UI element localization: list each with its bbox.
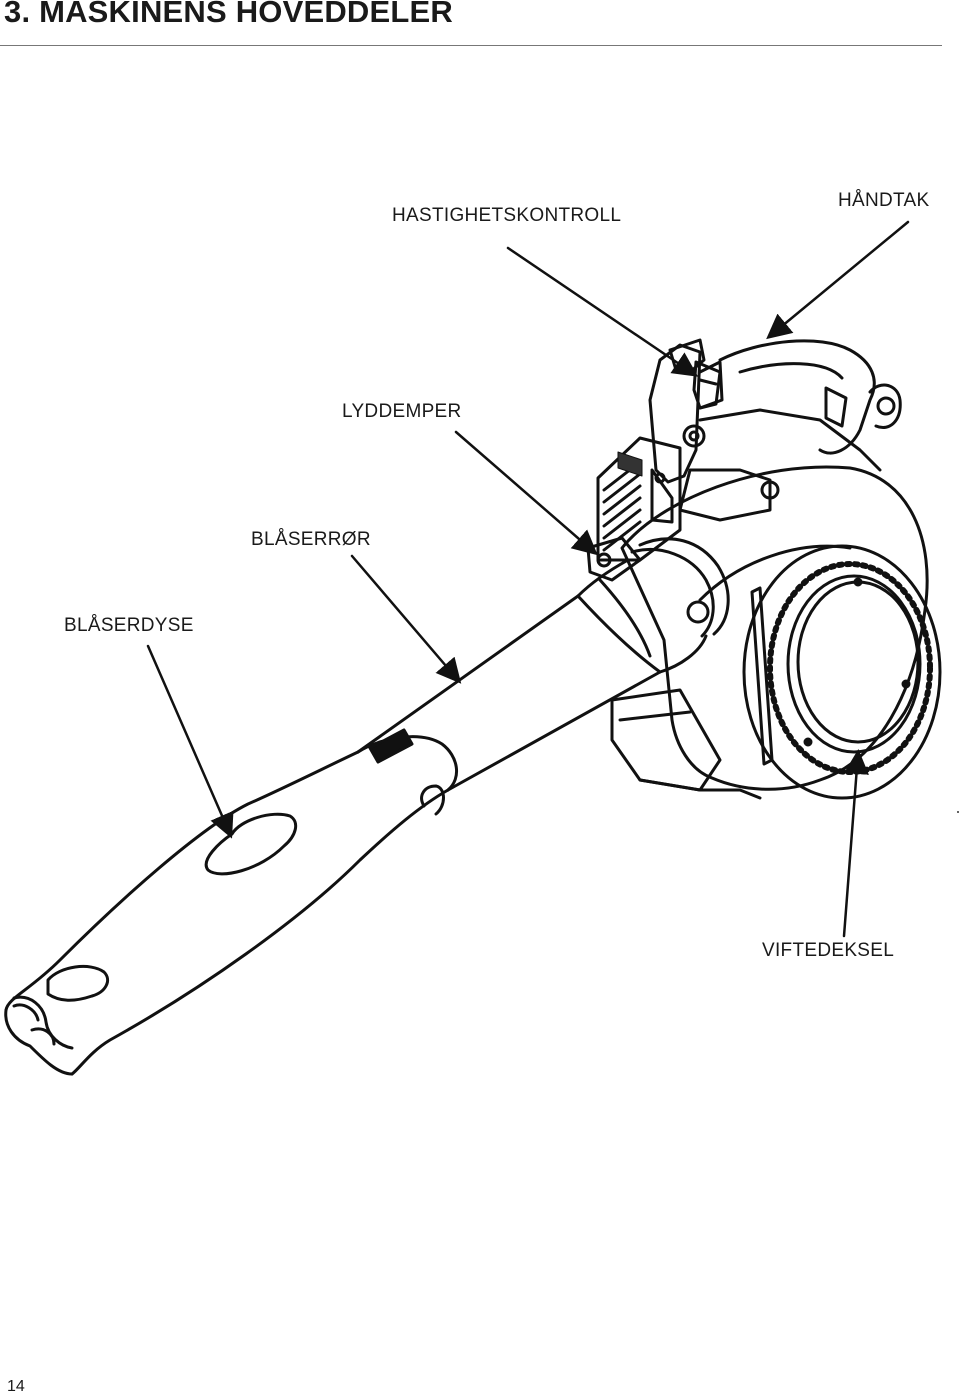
fan-housing — [610, 465, 929, 800]
leader-arrows — [146, 220, 910, 938]
muffler — [586, 536, 642, 582]
arrow-speed-control — [506, 246, 699, 377]
label-blower-nozzle: BLÅSERDYSE — [64, 615, 194, 636]
arrow-blower-pipe — [350, 554, 462, 684]
arrow-handle — [766, 220, 910, 340]
title-divider — [0, 45, 942, 46]
label-blower-pipe: BLÅSERRØR — [251, 529, 371, 550]
page-number: 14 — [7, 1378, 25, 1395]
arrow-muffler — [454, 430, 598, 556]
arrow-blower-nozzle — [146, 644, 234, 839]
handle-frame — [648, 339, 902, 524]
section-title: 3. MASKINENS HOVEDDELER — [4, 0, 453, 29]
arrow-fan-cover — [842, 749, 869, 938]
label-fan-cover: VIFTEDEKSEL — [762, 940, 895, 961]
label-muffler: LYDDEMPER — [342, 401, 462, 422]
blower-pipe — [356, 558, 708, 816]
label-speed-control: HASTIGHETSKONTROLL — [392, 205, 622, 226]
outlet-collar — [630, 537, 730, 638]
label-handle: HÅNDTAK — [838, 190, 930, 211]
blower-nozzle — [4, 750, 450, 1076]
